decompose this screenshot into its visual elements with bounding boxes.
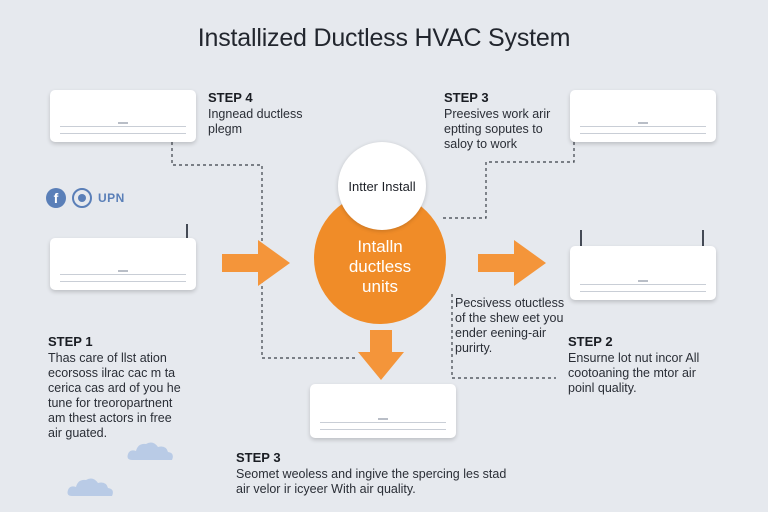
step-body-line: air guated. <box>48 426 108 440</box>
step-body-line: ecorsoss ilrac cac m ta <box>48 366 176 380</box>
mount-bracket <box>580 230 582 248</box>
step-body-line: Ensurne lot nut incor All <box>568 351 700 365</box>
social-links: f UPN <box>46 188 125 208</box>
step-top-left: STEP 4 Ingnead ductless plegm <box>208 90 348 137</box>
wire-right <box>451 294 556 379</box>
step-center-note: Pecsivess otuctless of the shew eet you … <box>455 296 585 356</box>
step-body-line: Seomet weoless and ingive the spercing l… <box>236 467 507 481</box>
ac-unit-bottom <box>310 384 456 438</box>
ac-led <box>638 122 648 124</box>
ac-unit-left <box>50 238 196 290</box>
ac-vent <box>580 126 706 134</box>
mount-bracket <box>186 224 188 240</box>
step-body-line: cerica cas ard of you he <box>48 381 181 395</box>
facebook-icon[interactable]: f <box>46 188 66 208</box>
step-body-line: ender eening-air <box>455 326 547 340</box>
step-heading: STEP 4 <box>208 90 253 105</box>
center-top-circle: Intter Install <box>338 142 426 230</box>
step-body-line: purirty. <box>455 341 493 355</box>
arrow-right-icon <box>478 240 546 286</box>
cloud-icon <box>67 478 113 496</box>
step-body-line: Pecsivess otuctless <box>455 296 565 310</box>
ac-vent <box>320 422 446 430</box>
step-body-line: Preesives work arir <box>444 107 551 121</box>
ac-vent <box>60 274 186 282</box>
step-body-line: tune for treoropartnent <box>48 396 173 410</box>
center-top-label: Intter Install <box>348 178 416 194</box>
step-body-line: saloy to work <box>444 137 517 151</box>
step-bottom: STEP 3 Seomet weoless and ingive the spe… <box>236 450 536 497</box>
ac-led <box>378 418 388 420</box>
step-heading: STEP 3 <box>444 90 489 105</box>
social-text: UPN <box>98 191 125 205</box>
step-right: STEP 2 Ensurne lot nut incor All cootoan… <box>568 334 728 396</box>
step-body-line: am thest actors in free <box>48 411 172 425</box>
step-top-right: STEP 3 Preesives work arir eptting soput… <box>444 90 574 152</box>
step-body-line: Thas care of llst ation <box>48 351 167 365</box>
step-heading: STEP 2 <box>568 334 613 349</box>
ac-unit-right <box>570 246 716 300</box>
circle-logo-icon[interactable] <box>72 188 92 208</box>
arrow-right-icon <box>222 240 290 286</box>
step-body-line: air velor ir icyeer With air quality. <box>236 482 416 496</box>
wire-top-left <box>171 142 358 359</box>
ac-unit-top-right <box>570 90 716 142</box>
step-left: STEP 1 Thas care of llst ation ecorsoss … <box>48 334 208 441</box>
step-body-line: eptting soputes to <box>444 122 543 136</box>
ac-led <box>118 122 128 124</box>
wire-top-right <box>442 142 575 219</box>
step-body-line: plegm <box>208 122 243 136</box>
step-body-line: Ingnead ductless <box>208 107 303 121</box>
center-main-label: Intalln ductless units <box>348 237 412 296</box>
mount-bracket <box>702 230 704 248</box>
page-title: Installized Ductless HVAC System <box>197 24 571 52</box>
ac-vent <box>60 126 186 134</box>
step-body-line: poinl quality. <box>568 381 637 395</box>
cloud-icon <box>127 442 173 460</box>
ac-unit-top-left <box>50 90 196 142</box>
step-heading: STEP 3 <box>236 450 281 465</box>
arrow-down-icon <box>358 330 404 380</box>
step-heading: STEP 1 <box>48 334 93 349</box>
ac-led <box>638 280 648 282</box>
step-body-line: cootoaning the mtor air <box>568 366 696 380</box>
ac-vent <box>580 284 706 292</box>
ac-led <box>118 270 128 272</box>
step-body-line: of the shew eet you <box>455 311 564 325</box>
